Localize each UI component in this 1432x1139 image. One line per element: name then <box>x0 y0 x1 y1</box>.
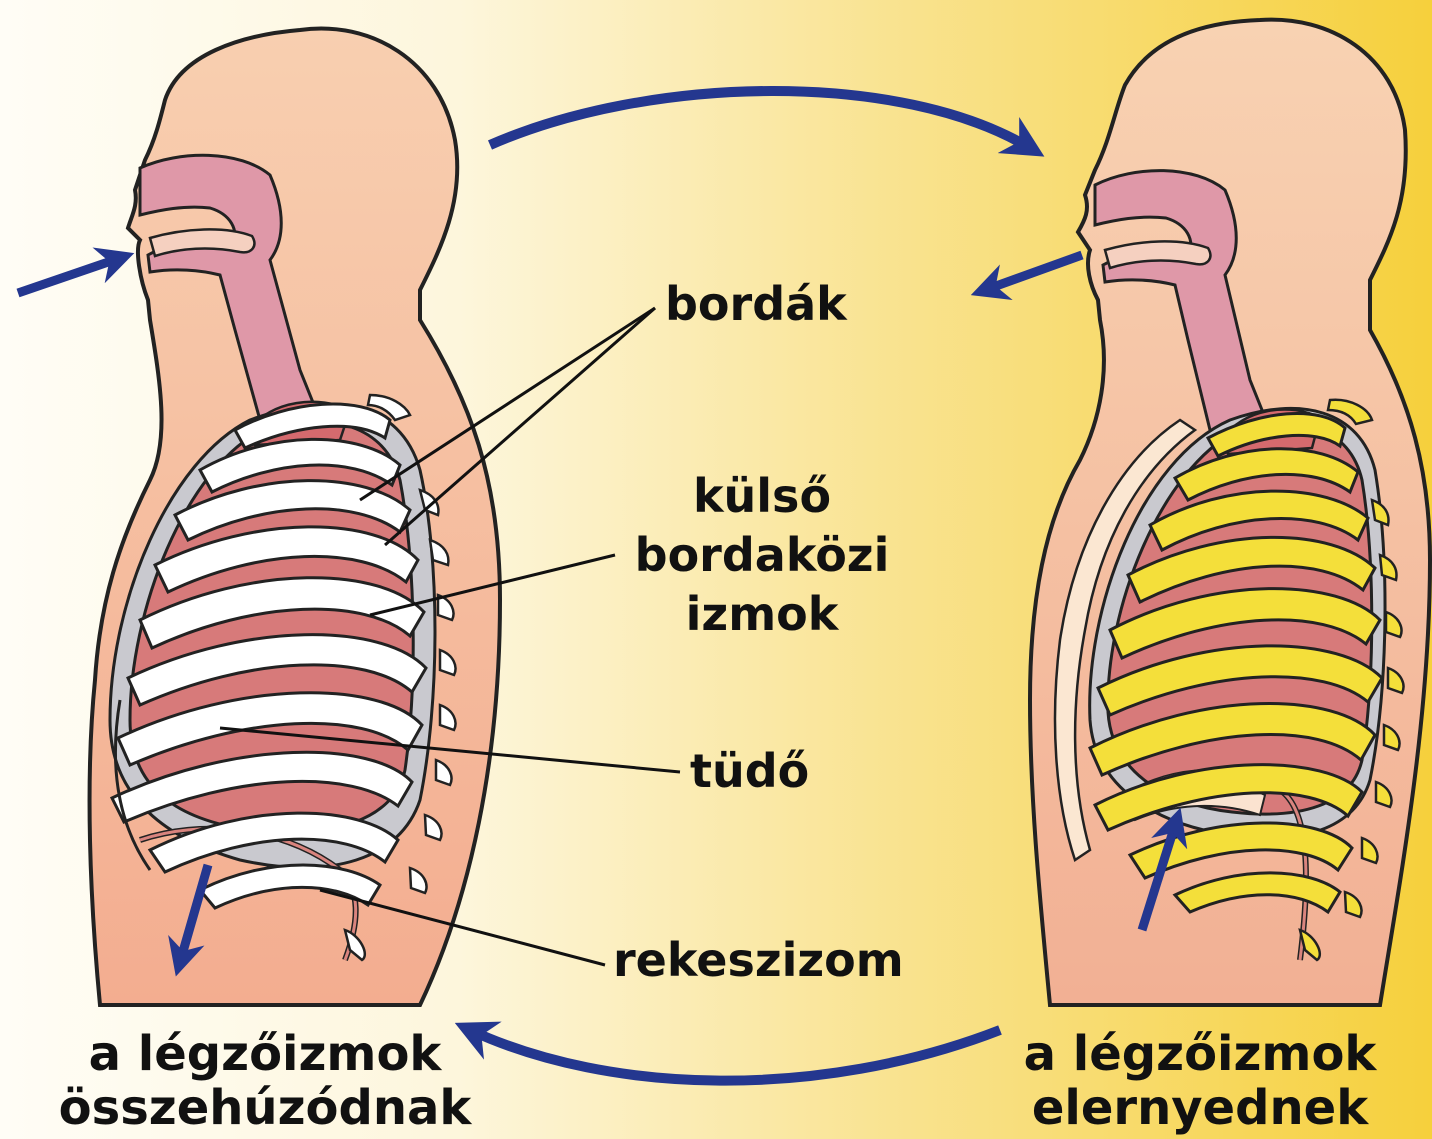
label-intercostal-3: izmok <box>612 589 912 641</box>
label-ribs: bordák <box>665 279 847 331</box>
label-intercostal-2: bordaközi <box>612 530 912 582</box>
right-caption-line-1: a légzőizmok <box>1000 1028 1400 1082</box>
left-caption-line-2: összehúzódnak <box>50 1082 480 1136</box>
right-caption-line-2: elernyednek <box>1000 1082 1400 1136</box>
label-lung: tüdő <box>690 746 809 798</box>
label-intercostal-1: külső <box>612 471 912 523</box>
left-caption-line-1: a légzőizmok <box>50 1028 480 1082</box>
label-diaphragm: rekeszizom <box>613 935 904 987</box>
